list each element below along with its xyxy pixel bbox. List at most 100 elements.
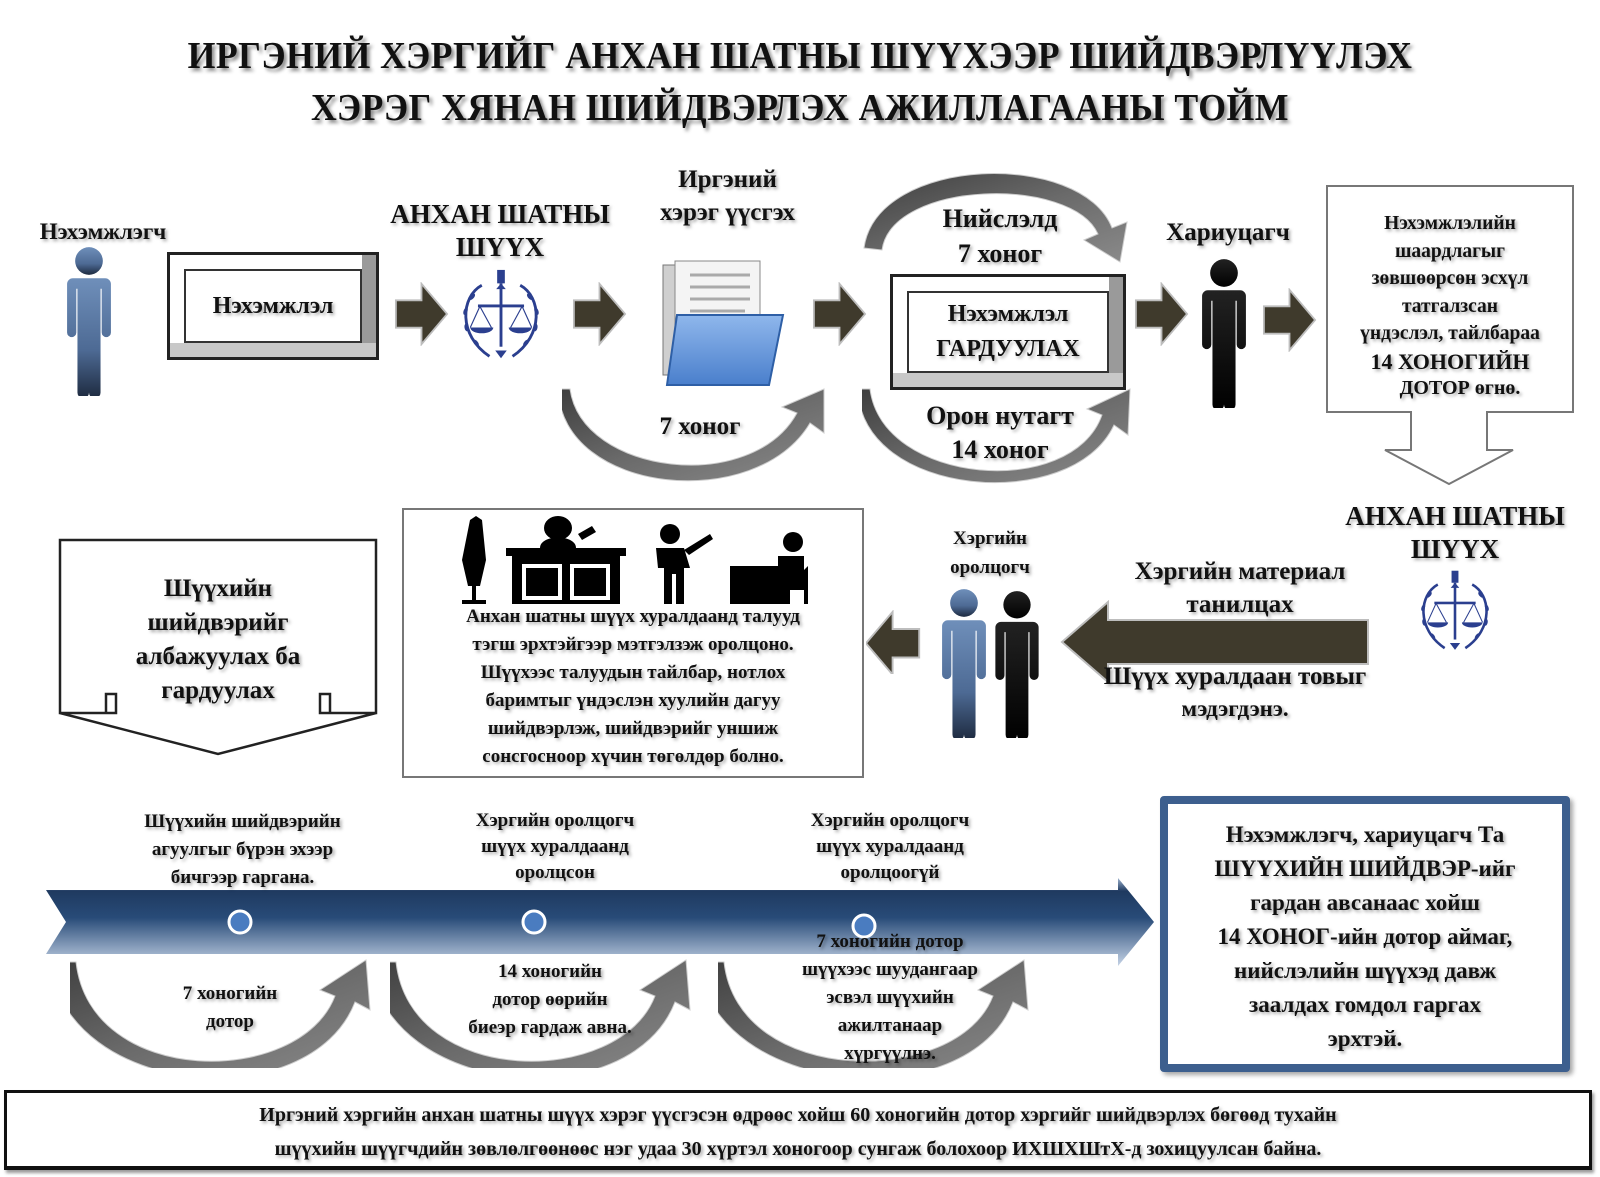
curved-arrow-icon (70, 959, 371, 1068)
appeal-line: Нэхэмжлэгч, хариуцагч Та (1225, 822, 1505, 847)
material-label-1: Хэргийн материал (1134, 558, 1346, 585)
appeal-line: заалдах гомдол гаргах (1249, 992, 1481, 1017)
curved-arrow-icon (862, 388, 1131, 484)
timeline-node-3 (851, 913, 877, 939)
plaintiff-label: Нэхэмжлэгч (39, 219, 167, 244)
claim-box-label: Нэхэмжлэл (212, 292, 334, 319)
participant-person-icon (994, 590, 1040, 738)
enforce-line: гардуулах (161, 677, 275, 704)
delivery-box-label-2: ГАРДУУЛАХ (936, 336, 1080, 362)
appeal-line: эрхтэй. (1327, 1026, 1403, 1051)
delivery-box-label-1: Нэхэмжлэл (947, 301, 1069, 328)
folder-icon (662, 260, 785, 386)
milestone-line: бичгээр гаргана. (170, 867, 315, 888)
milestone-line: дотор өөрийн (492, 989, 608, 1010)
footer-line-1: Иргэний хэргийн анхан шатны шүүх хэрэг ү… (259, 1104, 1337, 1126)
timeline-node-2 (521, 909, 547, 935)
milestone-3-bottom: 7 хоногийн дотор шүүхээс шуудангаар эсвэ… (760, 928, 1020, 1068)
enforce-line: албажуулах ба (135, 643, 301, 670)
response-line: зөвшөөрсөн эсхүл (1371, 268, 1529, 289)
milestone-line: 14 хоногийн (498, 961, 602, 982)
defendant-label: Хариуцагч (1166, 219, 1290, 246)
hearing-line: тэгш эрхтэйгээр мэтгэлзэж оролцоно. (472, 634, 794, 655)
appeal-text: Нэхэмжлэгч, хариуцагч Та ШҮҮХИЙН ШИЙДВЭР… (1168, 804, 1562, 1056)
milestone-line: хүргүүлнэ. (844, 1043, 936, 1064)
curved-arrow-icon (562, 388, 825, 482)
courtroom-icons (462, 516, 808, 604)
milestone-line: шүүх хуралдаанд (481, 836, 629, 857)
timeline-node-1 (227, 909, 253, 935)
hearing-line: баримтыг үндэслэн хуулийн дагуу (485, 690, 781, 711)
hearing-line: сонсгосноор хүчин төгөлдөр болно. (482, 746, 784, 767)
milestone-2-top: Хэргийн оролцогч шүүх хуралдаанд оролцсо… (420, 808, 690, 886)
delivery-box: Нэхэмжлэл ГАРДУУЛАХ (890, 274, 1126, 390)
notice-label-2: мэдэгдэнэ. (1181, 696, 1289, 721)
flag-icon (462, 516, 486, 604)
participants-label-2: оролцогч (950, 557, 1030, 578)
curved-arrow-icon (863, 173, 1128, 263)
response-line: шаардлагыг (1394, 240, 1506, 262)
enforce-callout-shape (58, 538, 378, 756)
hearing-text: Анхан шатны шүүх хуралдаанд талууд тэгш … (404, 603, 862, 771)
response-line: ДОТОР өгнө. (1399, 377, 1521, 399)
milestone-line: агуулгыг бүрэн эхээр (151, 839, 334, 860)
milestone-line: эсвэл шүүхийн (826, 987, 954, 1008)
milestone-line: оролцсон (515, 862, 595, 883)
plaintiff-person-icon (64, 246, 114, 396)
hearing-line: Анхан шатны шүүх хуралдаанд талууд (466, 606, 800, 627)
participants-label-1: Хэргийн (953, 528, 1027, 549)
milestone-3-top: Хэргийн оролцогч шүүх хуралдаанд оролцоо… (755, 808, 1025, 886)
response-text: Нэхэмжлэлийн шаардлагыг зөвшөөрсөн эсхүл… (1330, 210, 1570, 403)
footer-note-box: Иргэний хэргийн анхан шатны шүүх хэрэг ү… (4, 1090, 1592, 1170)
court-emblem-icon (453, 262, 549, 370)
milestone-1-top: Шүүхийн шийдвэрийн агуулгыг бүрэн эхээр … (100, 808, 385, 892)
milestone-line: Хэргийн оролцогч (475, 810, 635, 831)
curved-arrow-icon (390, 959, 691, 1068)
milestone-line: 7 хоногийн (182, 983, 278, 1004)
court-label-top-2: ШҮҮХ (455, 232, 545, 262)
hearing-line: Шүүхээс талуудын тайлбар, нотлох (480, 662, 786, 683)
curved-arrow-icon (718, 959, 1029, 1068)
response-line: Нэхэмжлэлийн (1384, 213, 1516, 234)
arrow-right-icon (394, 282, 449, 346)
claim-box: Нэхэмжлэл (167, 252, 379, 360)
timeline-arrow (46, 878, 1154, 966)
page-title-line-1: ИРГЭНИЙ ХЭРГИЙГ АНХАН ШАТНЫ ШҮҮХЭЭР ШИЙД… (187, 35, 1413, 77)
response-line: татгалзсан (1401, 295, 1499, 317)
arrow-right-icon (1134, 282, 1189, 346)
enforce-text: Шүүхийн шийдвэрийг албажуулах ба гардуул… (78, 572, 358, 708)
footer-text: Иргэний хэргийн анхан шатны шүүх хэрэг ү… (7, 1093, 1589, 1166)
milestone-line: биеэр гардаж авна. (468, 1017, 632, 1038)
footer-line-2: шүүхийн шүүгчдийн зөвлөлгөөнөөс нэг удаа… (274, 1138, 1322, 1160)
notice-label-1: Шүүх хуралдаан товыг (1103, 663, 1367, 690)
appeal-line: ШҮҮХИЙН ШИЙДВЭР-ийг (1214, 856, 1516, 881)
milestone-line: ажилтанаар (837, 1015, 943, 1036)
milestone-line: Шүүхийн шийдвэрийн (144, 811, 341, 832)
arrow-right-icon (1262, 288, 1317, 352)
response-line: 14 ХОНОГИЙН (1370, 348, 1530, 374)
milestone-line: 7 хоногийн дотор (816, 931, 964, 952)
capital-label-2: 7 хоног (957, 239, 1043, 268)
milestone-line: шүүх хуралдаанд (816, 836, 964, 857)
material-label-2: танилцах (1186, 591, 1294, 618)
milestone-line: шүүхээс шуудангаар (802, 959, 978, 980)
hearing-line: шийдвэрлэж, шийдвэрийг уншиж (487, 718, 779, 739)
case-create-label-1: Иргэний (678, 166, 777, 193)
response-line: үндэслэл, тайлбараа (1360, 323, 1540, 344)
court-label-top-1: АНХАН ШАТНЫ (390, 199, 610, 229)
local-label-2: 14 хоног (951, 435, 1049, 464)
enforce-line: Шүүхийн (163, 575, 273, 602)
response-callout-shape (1326, 185, 1574, 486)
participant-person-icon (940, 588, 988, 738)
local-label-1: Орон нутагт (926, 401, 1074, 430)
case-create-label-2: хэрэг үүсгэх (659, 199, 796, 226)
appeal-line: нийслэлийн шүүхэд давж (1233, 958, 1497, 983)
arrow-left-icon (866, 610, 921, 674)
appeal-line: 14 ХОНОГ-ийн дотор аймаг, (1217, 924, 1513, 949)
milestone-1-bottom: 7 хоногийн дотор (150, 980, 310, 1036)
court-label-bottom-2: ШҮҮХ (1410, 534, 1500, 564)
milestone-line: дотор (205, 1011, 254, 1032)
court-emblem-icon (1412, 564, 1498, 660)
page-title-line-2: ХЭРЭГ ХЯНАН ШИЙДВЭРЛЭХ АЖИЛЛАГААНЫ ТОЙМ (311, 87, 1289, 129)
appeal-line: гардан авсанаас хойш (1250, 890, 1480, 915)
